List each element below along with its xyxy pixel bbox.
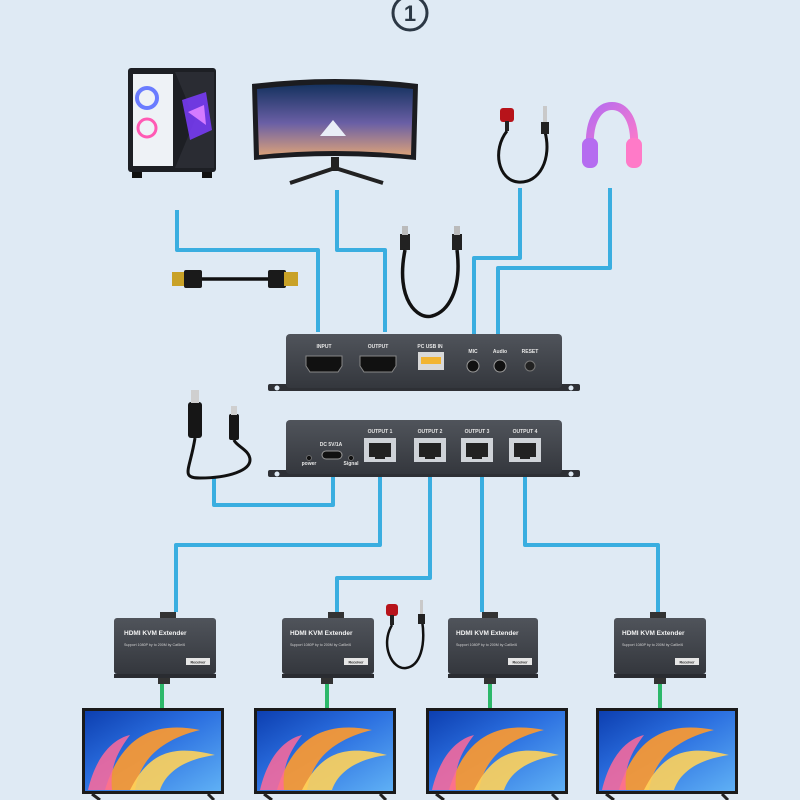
output-label-2: OUTPUT 2 xyxy=(418,429,443,435)
pc-tower-icon xyxy=(128,68,216,178)
receiver-2-title: HDMI KVM Extender xyxy=(290,630,353,637)
port-label-input: INPUT xyxy=(317,344,332,350)
port-label-reset: RESET xyxy=(522,349,539,355)
receiver-1: HDMI KVM Extender Support 1080P by to 20… xyxy=(114,612,216,684)
rj45-port-2 xyxy=(414,438,446,462)
receiver-3-subtitle: Support 1080P by to 200M by Cat5e/6 xyxy=(456,643,517,647)
hdmi-cable-icon xyxy=(172,270,298,288)
tv-icon xyxy=(82,708,224,800)
tv-icon xyxy=(596,708,738,800)
output-label-1: OUTPUT 1 xyxy=(368,429,393,435)
microphone-icon xyxy=(497,106,549,184)
hdmi-output-port xyxy=(359,355,397,373)
bottom-splitter-unit: DC 5V/1A power Signal OUTPUT 1 OUTPUT 2 … xyxy=(268,420,580,477)
receiver-1-subtitle: Support 1080P by to 200M by Cat5e/6 xyxy=(124,643,185,647)
receiver-2: HDMI KVM Extender Support 1080P by to 20… xyxy=(282,612,374,684)
receiver-microphone-icon xyxy=(385,600,425,670)
rj45-port-1 xyxy=(364,438,396,462)
receiver-4-title: HDMI KVM Extender xyxy=(622,630,685,637)
receiver-1-badge: Receiver xyxy=(191,661,207,665)
headphones-icon xyxy=(582,101,642,168)
tv-icon xyxy=(426,708,568,800)
power-led xyxy=(306,455,312,461)
mic-jack xyxy=(466,359,480,373)
rj45-port-3 xyxy=(461,438,493,462)
receiver-4-badge: Receiver xyxy=(680,661,696,665)
port-label-audio: Audio xyxy=(493,349,507,355)
port-label-mic: MIC xyxy=(468,349,478,355)
hdmi-links xyxy=(160,684,662,708)
output-label-3: OUTPUT 3 xyxy=(465,429,490,435)
top-cables xyxy=(174,188,660,612)
reset-button xyxy=(524,360,536,372)
port-label-pc-usb: PC USB IN xyxy=(417,344,443,350)
port-label-output: OUTPUT xyxy=(368,344,389,350)
rj45-port-4 xyxy=(509,438,541,462)
signal-label: Signal xyxy=(343,461,359,467)
hdmi-input-port xyxy=(305,355,343,373)
usb-cable-icon xyxy=(400,226,462,319)
usb-port xyxy=(418,352,444,370)
receiver-4-subtitle: Support 1080P by to 200M by Cat5e/6 xyxy=(622,643,683,647)
tv-icon xyxy=(254,708,396,800)
usbc-power-cable-icon xyxy=(186,390,252,480)
receiver-1-title: HDMI KVM Extender xyxy=(124,630,187,637)
receiver-2-badge: Receiver xyxy=(349,661,365,665)
step-badge: 1 xyxy=(391,0,429,32)
power-label: power xyxy=(302,461,317,467)
signal-led xyxy=(348,455,354,461)
audio-jack xyxy=(493,359,507,373)
output-label-4: OUTPUT 4 xyxy=(513,429,538,435)
receiver-2-subtitle: Support 1080P by to 200M by Cat5e/6 xyxy=(290,643,351,647)
dc-label: DC 5V/1A xyxy=(320,442,343,448)
top-splitter-unit: INPUT OUTPUT PC USB IN MIC Audio RESET xyxy=(268,334,580,391)
receiver-3-title: HDMI KVM Extender xyxy=(456,630,519,637)
monitor-icon xyxy=(252,79,418,185)
receiver-3-badge: Receiver xyxy=(513,661,529,665)
step-number: 1 xyxy=(404,1,416,26)
receiver-3: HDMI KVM Extender Support 1080P by to 20… xyxy=(448,612,538,684)
receiver-4: HDMI KVM Extender Support 1080P by to 20… xyxy=(614,612,706,684)
usbc-port xyxy=(321,450,343,460)
